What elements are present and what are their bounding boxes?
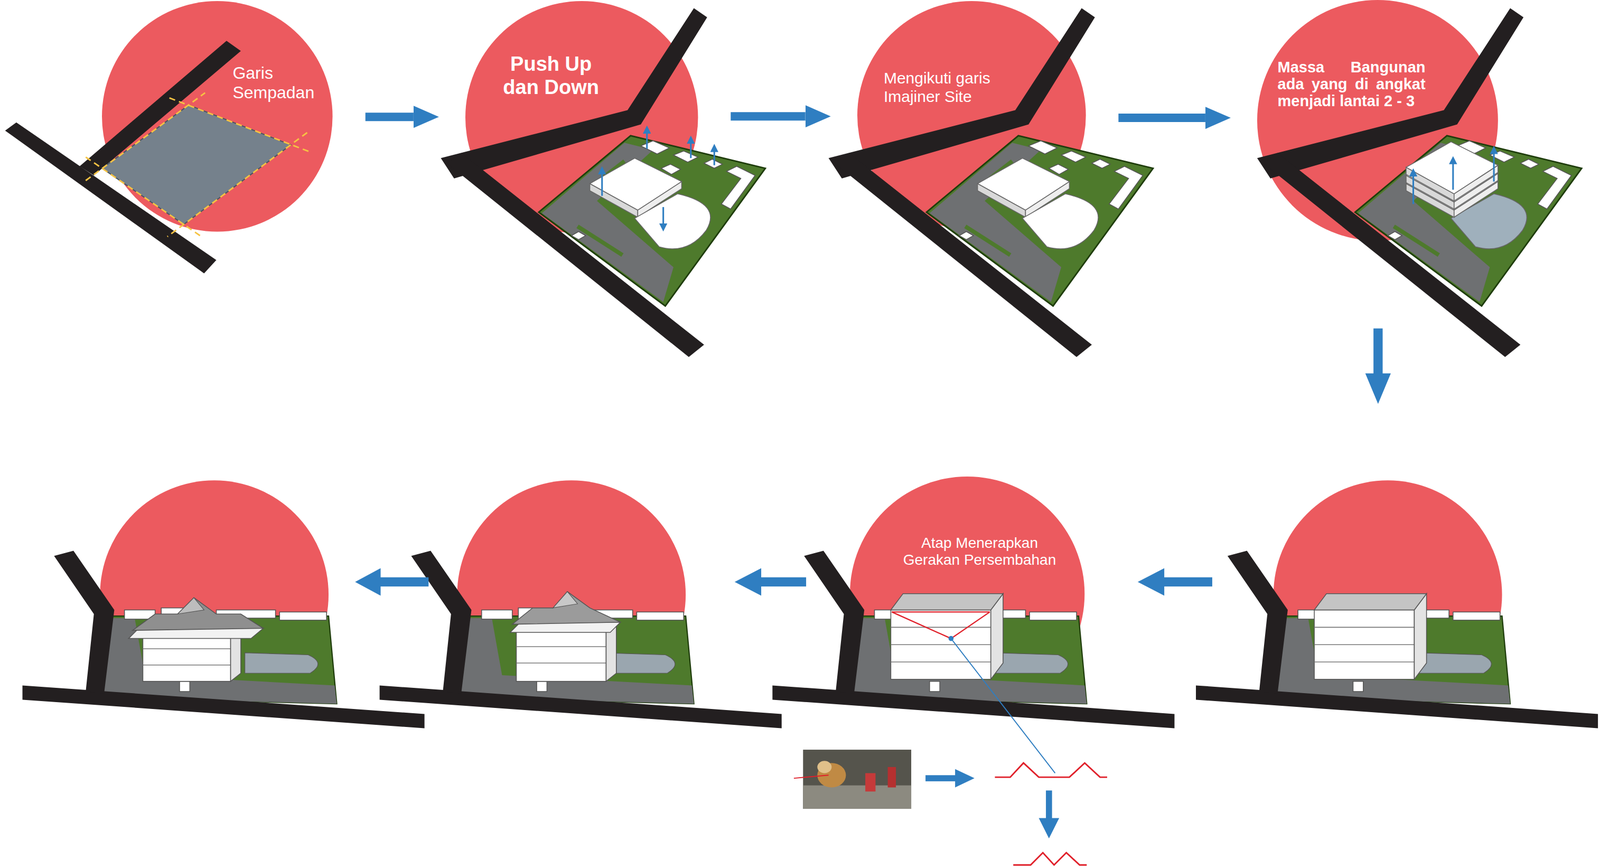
wall-side (605, 622, 616, 682)
wall-side (230, 625, 241, 681)
circle-shape (857, 1, 1087, 230)
flow-arrow-shaft (1045, 790, 1053, 819)
panel-box (1195, 550, 1598, 729)
label-box: Atap Menerapkan Gerakan Persembahan (897, 534, 1062, 569)
roof-zigzag (1013, 852, 1087, 865)
flow-arrow-head (955, 769, 975, 788)
label-box: Garis Sempadan (232, 63, 333, 103)
panel-gable (379, 550, 782, 729)
flow-arrow-shaft (1163, 577, 1213, 587)
wall (516, 630, 606, 682)
flow-arrow (730, 111, 806, 121)
site-perspective (379, 550, 782, 729)
eave (128, 628, 264, 639)
roof-face (177, 597, 204, 614)
roof (132, 597, 264, 631)
dancer (817, 762, 846, 788)
wall (142, 634, 231, 682)
roof (512, 591, 621, 625)
step-label: Garis Sempadan (232, 63, 333, 103)
step-circle: Mengikuti garis Imajiner Site (857, 1, 1087, 230)
floor-line (516, 646, 606, 648)
red-circle (99, 480, 329, 709)
flow-arrow-shaft (925, 774, 957, 782)
panel-final (22, 550, 425, 729)
flow-arrow-head (354, 567, 381, 596)
roof-face (553, 591, 578, 608)
red-circle (1273, 480, 1503, 709)
lift-arrow (1493, 153, 1495, 182)
red-circle (456, 480, 686, 709)
circle-shape (849, 476, 1085, 711)
step-circle: Massa Bangunan ada yang di angkat menjad… (1257, 0, 1499, 241)
dancer (817, 760, 832, 773)
step-circle: Atap Menerapkan Gerakan Persembahan (849, 476, 1085, 711)
push-arrow (713, 151, 716, 166)
building-box (1314, 593, 1427, 680)
flow-arrow-head (1365, 373, 1391, 405)
step-circle: Push Up dan Down (465, 1, 698, 234)
site-perspective (22, 550, 425, 729)
step-label: Push Up dan Down (495, 52, 607, 99)
step-label: Mengikuti garis Imajiner Site (883, 69, 1016, 106)
floor-line (516, 662, 606, 664)
dance-photo (802, 749, 912, 809)
circle-fill (849, 476, 1085, 711)
flow-arrow-head (1137, 567, 1165, 596)
gesture-line (793, 774, 829, 779)
flow-arrow-shaft (1373, 328, 1383, 376)
label-box: Massa Bangunan ada yang di angkat menjad… (1277, 59, 1426, 110)
flow-arrow-shaft (760, 577, 807, 587)
circle-shape (101, 1, 333, 232)
circle-fill (465, 1, 698, 234)
flow-arrow (365, 112, 414, 121)
step-label: Massa Bangunan ada yang di angkat menjad… (1277, 59, 1426, 110)
flow-arrow-head (1039, 817, 1060, 839)
circle-shape (1257, 0, 1499, 241)
step-label: Atap Menerapkan Gerakan Persembahan (897, 534, 1062, 569)
gesture-zigzag (994, 762, 1107, 778)
push-arrow (662, 207, 664, 225)
dancer (865, 772, 876, 792)
dancer (887, 766, 896, 788)
flow-arrow-shaft (379, 577, 429, 587)
dance-photo-ground (802, 785, 912, 809)
circle-shape (465, 1, 698, 234)
circle-fill (101, 1, 333, 232)
floor-line (142, 648, 231, 650)
label-box: Push Up dan Down (495, 52, 607, 99)
step-circle: Garis Sempadan (101, 1, 333, 232)
flow-arrow (1118, 113, 1206, 123)
site-perspective (1195, 550, 1598, 729)
label-box: Mengikuti garis Imajiner Site (883, 69, 1016, 106)
circle-fill (857, 1, 1087, 230)
circle-fill (1257, 0, 1499, 241)
flow-arrow-head (734, 567, 762, 596)
floor-line (142, 664, 231, 666)
eave (510, 622, 621, 633)
